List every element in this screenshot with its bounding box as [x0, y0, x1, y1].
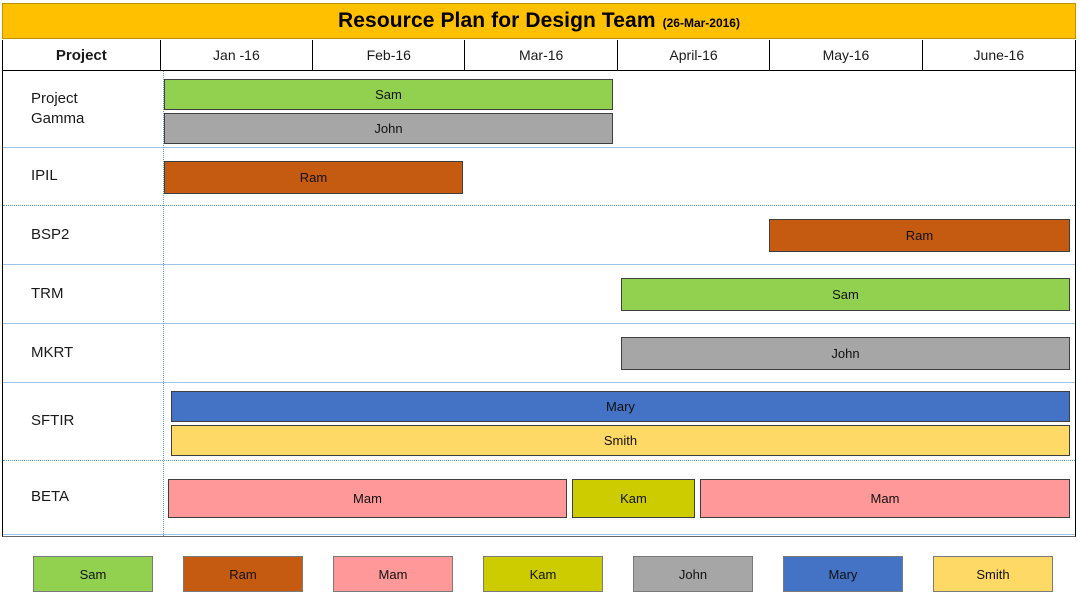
legend-item-mary[interactable]: Mary: [783, 556, 903, 592]
gantt-bars-container: Ram: [3, 148, 1075, 205]
gantt-bar-sam[interactable]: Sam: [621, 278, 1070, 311]
gantt-bars-container: John: [3, 324, 1075, 382]
project-label: IPIL: [31, 148, 161, 205]
gantt-bars-container: Ram: [3, 206, 1075, 264]
gantt-row[interactable]: TRM Sam: [3, 265, 1075, 324]
page-title: Resource Plan for Design Team: [338, 9, 656, 32]
project-label-line: BSP2: [31, 225, 70, 243]
project-label: SFTIR: [31, 383, 161, 460]
gantt-bar-sam[interactable]: Sam: [164, 79, 613, 110]
gantt-bar-ram[interactable]: Ram: [164, 161, 463, 194]
project-label: BSP2: [31, 206, 161, 264]
legend-item-kam[interactable]: Kam: [483, 556, 603, 592]
column-header-month-0: Jan -16: [161, 40, 314, 70]
project-label-line: TRM: [31, 284, 64, 302]
gantt-bar-john[interactable]: John: [164, 113, 613, 144]
legend-item-john[interactable]: John: [633, 556, 753, 592]
column-header-row: Project Jan -16 Feb-16 Mar-16 April-16 M…: [2, 40, 1076, 71]
column-header-project: Project: [3, 40, 161, 70]
project-label-line: BETA: [31, 488, 70, 506]
gantt-row[interactable]: BSP2 Ram: [3, 206, 1075, 265]
column-header-month-1: Feb-16: [313, 40, 466, 70]
gantt-row[interactable]: MKRT John: [3, 324, 1075, 383]
gantt-row[interactable]: IPIL Ram: [3, 148, 1075, 206]
project-label: BETA: [31, 461, 161, 534]
gantt-bar-smith[interactable]: Smith: [171, 425, 1070, 456]
column-header-month-3: April-16: [618, 40, 771, 70]
gantt-bar-ram[interactable]: Ram: [769, 219, 1070, 252]
project-label-line: IPIL: [31, 167, 58, 185]
gantt-bar-mam[interactable]: Mam: [168, 479, 567, 518]
project-label-line: SFTIR: [31, 412, 75, 430]
legend-item-smith[interactable]: Smith: [933, 556, 1053, 592]
gantt-bar-kam[interactable]: Kam: [572, 479, 695, 518]
gantt-bars-container: Sam: [3, 265, 1075, 323]
legend-item-ram[interactable]: Ram: [183, 556, 303, 592]
resource-legend: Sam Ram Mam Kam John Mary Smith: [2, 540, 1076, 608]
column-header-month-5: June-16: [973, 47, 1025, 63]
chart-title-bar: Resource Plan for Design Team (26-Mar-20…: [2, 3, 1076, 39]
gantt-bar-john[interactable]: John: [621, 337, 1070, 370]
plan-date-label: (26-Mar-2016): [662, 16, 740, 30]
legend-item-sam[interactable]: Sam: [33, 556, 153, 592]
project-label: TRM: [31, 265, 161, 323]
legend-item-mam[interactable]: Mam: [333, 556, 453, 592]
project-label-line: Project: [31, 89, 78, 107]
project-label: MKRT: [31, 324, 161, 382]
column-header-month-2: Mar-16: [465, 40, 618, 70]
project-label-line: MKRT: [31, 343, 74, 361]
gantt-bar-mary[interactable]: Mary: [171, 391, 1070, 422]
column-header-month-4: May-16: [770, 40, 923, 70]
project-label-line: Gamma: [31, 110, 85, 127]
gantt-bar-mam[interactable]: Mam: [700, 479, 1070, 518]
